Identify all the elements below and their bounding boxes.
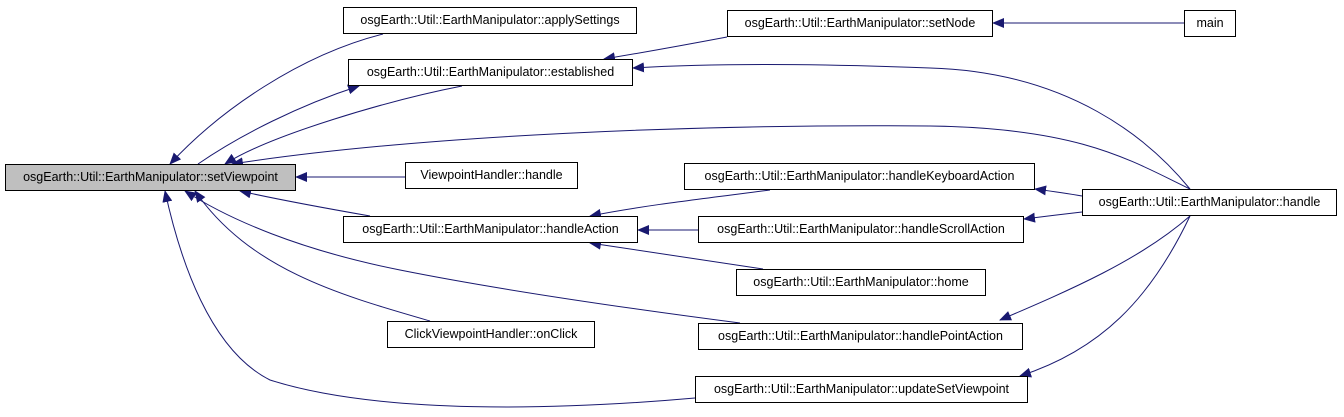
node-update-set-viewpoint[interactable]: osgEarth::Util::EarthManipulator::update…	[695, 376, 1028, 403]
edge-updateSetViewpoint-to-setViewpoint	[162, 190, 696, 408]
edge-home-to-handleAction	[589, 239, 764, 270]
node-handle-action[interactable]: osgEarth::Util::EarthManipulator::handle…	[343, 216, 638, 243]
edge-setViewpoint-to-established	[197, 84, 360, 165]
node-apply-settings[interactable]: osgEarth::Util::EarthManipulator::applyS…	[343, 7, 637, 34]
edge-setNode-to-established	[603, 36, 728, 63]
edge-clickViewpointHandler-to-setViewpoint	[194, 190, 431, 322]
edge-handle-to-updateSetViewpoint	[1019, 215, 1191, 378]
edge-handleAction-to-setViewpoint	[239, 188, 371, 217]
node-handle-keyboard-action[interactable]: osgEarth::Util::EarthManipulator::handle…	[684, 163, 1035, 190]
edge-handle-to-setViewpoint	[231, 125, 1191, 190]
node-handle-scroll-action[interactable]: osgEarth::Util::EarthManipulator::handle…	[698, 216, 1024, 243]
edge-handle-to-handleScrollAction	[1023, 211, 1083, 223]
edge-handlePointAction-to-setViewpoint	[184, 190, 741, 324]
node-established[interactable]: osgEarth::Util::EarthManipulator::establ…	[348, 59, 633, 86]
node-handle-point-action[interactable]: osgEarth::Util::EarthManipulator::handle…	[698, 323, 1023, 350]
node-handle[interactable]: osgEarth::Util::EarthManipulator::handle	[1082, 189, 1337, 216]
node-click-viewpoint-handler-onclick[interactable]: ClickViewpointHandler::onClick	[387, 321, 595, 348]
node-viewpoint-handler-handle[interactable]: ViewpointHandler::handle	[405, 162, 578, 189]
node-home[interactable]: osgEarth::Util::EarthManipulator::home	[736, 269, 986, 296]
edge-handle-to-handlePointAction	[999, 215, 1191, 321]
edge-handle-to-handleKeyboardAction	[1034, 185, 1083, 197]
edge-handleKeyboardAction-to-handleAction	[589, 189, 771, 219]
edge-handle-to-established	[632, 62, 1191, 190]
node-set-viewpoint: osgEarth::Util::EarthManipulator::setVie…	[5, 164, 296, 191]
edge-established-to-setViewpoint	[224, 85, 463, 165]
edge-applySettings-to-setViewpoint	[169, 33, 384, 165]
node-set-node[interactable]: osgEarth::Util::EarthManipulator::setNod…	[727, 10, 993, 37]
node-main[interactable]: main	[1184, 10, 1236, 37]
